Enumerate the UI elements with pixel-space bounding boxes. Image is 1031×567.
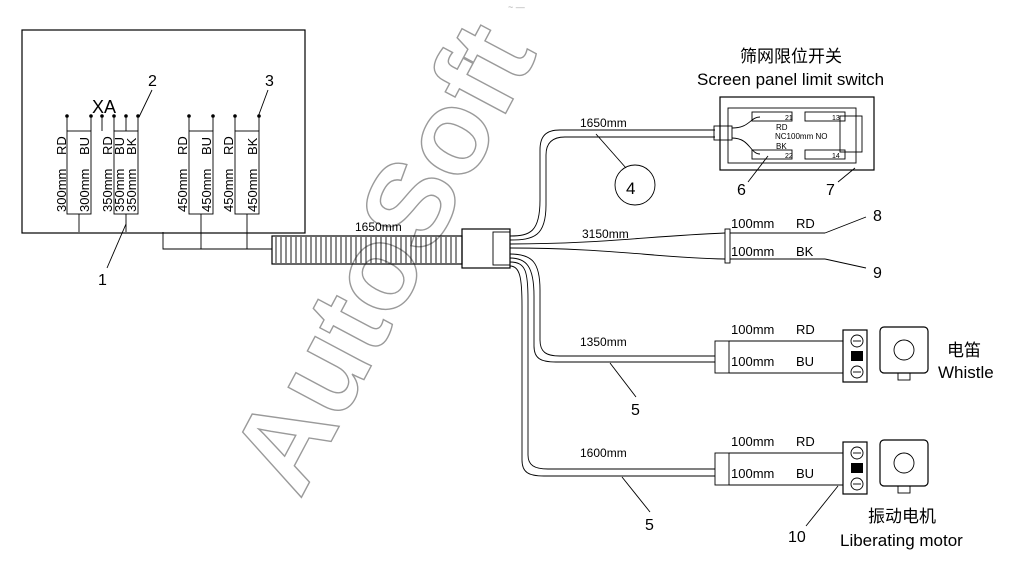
branch-wires	[509, 129, 726, 477]
lead-rd-color: RD	[796, 216, 815, 231]
whistle-wire-1-length: 100mm	[731, 322, 774, 337]
callout-3: 3	[265, 73, 274, 90]
g4-col-1: RD	[221, 136, 236, 155]
g3-len-1: 450mm	[175, 169, 190, 212]
callout-1: 1	[98, 272, 107, 289]
ls-term-14: 14	[832, 153, 840, 160]
ls-term-22: 22	[785, 153, 793, 160]
g3-col-1: RD	[175, 136, 190, 155]
g4-len-1: 450mm	[221, 169, 236, 212]
main-length: 1650mm	[355, 220, 402, 234]
leads: 100mm RD 100mm BK 8 9	[724, 208, 882, 282]
branch-2-length: 3150mm	[582, 227, 629, 241]
callout-8: 8	[873, 208, 882, 225]
limit-switch: 筛网限位开关 Screen panel limit switch 21 13 2…	[697, 47, 884, 171]
motor-wire-1-color: RD	[796, 434, 815, 449]
limit-switch-title-cn: 筛网限位开关	[740, 47, 842, 66]
lead-rd-length: 100mm	[731, 216, 774, 231]
g2-col-1: RD	[100, 136, 115, 155]
callout-5b: 5	[645, 517, 654, 534]
top-mark: ~ —	[508, 2, 525, 12]
whistle-assembly: 100mm RD 100mm BU 电笛 Whistle	[714, 322, 994, 383]
whistle-terminal-block-icon	[842, 329, 868, 383]
xa-label: XA	[92, 97, 116, 117]
callout-10: 10	[788, 529, 806, 546]
ls-note: NC100mm NO	[775, 132, 827, 141]
motor-wire-2-length: 100mm	[731, 466, 774, 481]
g2-len-2: 350mm	[112, 169, 127, 212]
motor-device-icon	[879, 439, 929, 494]
callout-7: 7	[826, 182, 835, 199]
harness-connector	[461, 228, 511, 269]
xa-enclosure: XA 2 3	[21, 29, 306, 289]
whistle-wire-1-color: RD	[796, 322, 815, 337]
ls-term-21: 21	[785, 115, 793, 122]
whistle-device-icon	[879, 326, 929, 381]
callout-5a: 5	[631, 402, 640, 419]
g1-col-1: RD	[54, 136, 69, 155]
lead-bk-color: BK	[796, 244, 814, 259]
whistle-label-cn: 电笛	[947, 341, 981, 360]
callout-6: 6	[737, 182, 746, 199]
motor-wire-1-length: 100mm	[731, 434, 774, 449]
whistle-wire-2-color: BU	[796, 354, 814, 369]
whistle-label-en: Whistle	[938, 363, 994, 382]
ls-wire-rd: RD	[776, 123, 788, 132]
branch-1-length: 1650mm	[580, 116, 627, 130]
g4-col-2: BK	[245, 137, 260, 155]
motor-assembly: 100mm RD 100mm BU 振动电机 Liberating motor …	[714, 434, 963, 550]
g3-len-2: 450mm	[199, 169, 214, 212]
callout-4: 4	[626, 179, 635, 198]
branch-3-length: 1350mm	[580, 335, 627, 349]
ls-term-13: 13	[832, 115, 840, 122]
g1-len-1: 300mm	[54, 169, 69, 212]
wire-ends	[65, 114, 261, 118]
motor-label-cn: 振动电机	[868, 507, 936, 526]
callout-4-circle	[614, 164, 656, 206]
g2-len-1: 350mm	[100, 169, 115, 212]
wire-stubs	[66, 117, 260, 131]
g1-col-2: BU	[77, 137, 92, 155]
g2-len-3: 350mm	[124, 169, 139, 212]
corrugated-conduit: 1650mm	[271, 220, 463, 265]
g2-col-3: BK	[124, 137, 139, 155]
lead-bk-length: 100mm	[731, 244, 774, 259]
motor-wire-2-color: BU	[796, 466, 814, 481]
motor-label-en: Liberating motor	[840, 531, 963, 550]
ls-wire-bk: BK	[776, 142, 787, 151]
g1-len-2: 300mm	[77, 169, 92, 212]
watermark: AutoSoft	[205, 2, 561, 512]
g2-col-2: BU	[112, 137, 127, 155]
g3-col-2: BU	[199, 137, 214, 155]
callout-9: 9	[873, 265, 882, 282]
g4-len-2: 450mm	[245, 169, 260, 212]
limit-switch-title-en: Screen panel limit switch	[697, 70, 884, 89]
motor-terminal-block-icon	[842, 441, 868, 495]
branch-4-length: 1600mm	[580, 446, 627, 460]
callout-2: 2	[148, 73, 157, 90]
whistle-wire-2-length: 100mm	[731, 354, 774, 369]
